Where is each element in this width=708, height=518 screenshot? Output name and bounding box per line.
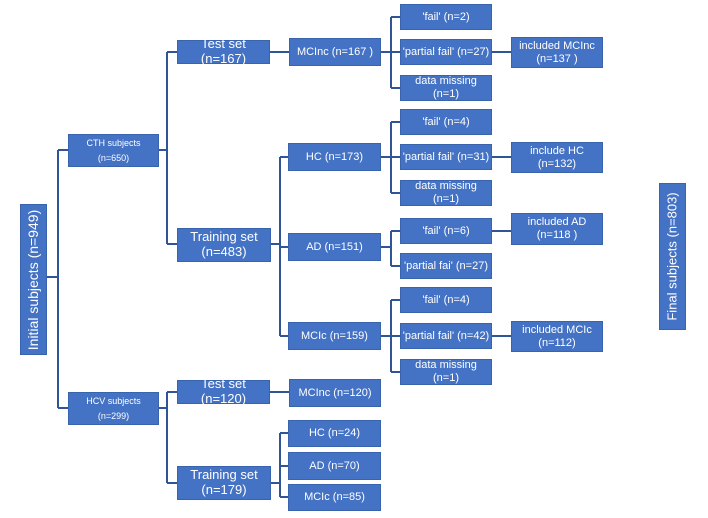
hc-data-missing-box: data missing (n=1) — [400, 180, 492, 206]
included-ad-line1: included AD — [527, 216, 587, 229]
mcic-fail-box: 'fail' (n=4) — [400, 287, 492, 313]
cth-mcic-label: MCIc (n=159) — [301, 329, 368, 342]
included-hc-line2: (n=132) — [537, 157, 577, 170]
included-hc-line1: include HC — [530, 144, 584, 157]
mcic-partial-fail-label: 'partial fail' (n=42) — [402, 329, 490, 342]
included-hc-box: include HC (n=132) — [511, 142, 603, 173]
hcv-mcic-box: MCIc (n=85) — [288, 484, 381, 511]
hc-partial-fail-box: 'partial fail' (n=31) — [400, 144, 492, 170]
included-mcic-box: included MCIc (n=112) — [511, 321, 603, 352]
ad-fail-box: 'fail' (n=6) — [400, 218, 492, 244]
cth-training-set-line1: Training set — [190, 229, 258, 245]
cth-subjects-title: CTH subjects — [86, 138, 141, 149]
mcic-partial-fail-box: 'partial fail' (n=42) — [400, 323, 492, 349]
cth-test-set-box: Test set (n=167) — [177, 36, 270, 66]
mcinc-partial-fail-label: 'partial fail' (n=27) — [402, 45, 490, 58]
hc-fail-label: 'fail' (n=4) — [422, 115, 470, 128]
mcic-data-missing-box: data missing (n=1) — [400, 359, 492, 385]
hcv-subjects-count: (n=299) — [97, 410, 130, 421]
cth-hc-box: HC (n=173) — [288, 143, 381, 171]
final-subjects-box: Final subjects (n=803) — [659, 183, 686, 330]
cth-subjects-count: (n=650) — [97, 152, 130, 163]
cth-training-set-box: Training set (n=483) — [177, 228, 271, 262]
cth-ad-box: AD (n=151) — [288, 233, 381, 261]
cth-training-set-line2: (n=483) — [201, 244, 247, 259]
hcv-mcinc-box: MCInc (n=120) — [289, 379, 381, 407]
hc-data-missing-label: data missing (n=1) — [415, 180, 477, 205]
cth-subjects-box: CTH subjects (n=650) — [68, 134, 159, 167]
cth-mcinc-label: MCInc (n=167 ) — [296, 45, 374, 58]
hcv-hc-box: HC (n=24) — [288, 420, 381, 447]
cth-hc-label: HC (n=173) — [305, 150, 364, 163]
cth-test-set-label: Test set (n=167) — [200, 36, 247, 66]
ad-partial-fail-label: 'partial fai' (n=27) — [404, 259, 488, 272]
cth-mcic-box: MCIc (n=159) — [288, 322, 381, 350]
hcv-mcinc-label: MCInc (n=120) — [298, 386, 372, 399]
mcinc-data-missing-box: data missing (n=1) — [400, 75, 492, 101]
hcv-test-set-box: Test set (n=120) — [177, 376, 270, 406]
cth-ad-label: AD (n=151) — [306, 240, 363, 253]
hc-partial-fail-label: 'partial fail' (n=31) — [402, 150, 490, 163]
hcv-training-set-line2: (n=179) — [201, 482, 247, 497]
hcv-test-set-label: Test set (n=120) — [200, 376, 247, 406]
cth-mcinc-box: MCInc (n=167 ) — [289, 38, 381, 66]
hcv-mcic-label: MCIc (n=85) — [304, 491, 365, 504]
hcv-training-set-box: Training set (n=179) — [177, 466, 271, 500]
hcv-subjects-title: HCV subjects — [86, 396, 141, 407]
included-ad-line2: (n=118 ) — [536, 229, 578, 241]
hc-fail-box: 'fail' (n=4) — [400, 109, 492, 135]
hcv-hc-label: HC (n=24) — [308, 427, 361, 440]
included-mcinc-box: included MCInc (n=137 ) — [511, 37, 603, 68]
included-mcic-line2: (n=112) — [538, 336, 576, 349]
hcv-ad-label: AD (n=70) — [309, 459, 360, 472]
mcic-fail-label: 'fail' (n=4) — [422, 293, 470, 306]
hcv-ad-box: AD (n=70) — [288, 452, 381, 480]
hcv-subjects-box: HCV subjects (n=299) — [68, 392, 159, 425]
final-subjects-label: Final subjects (n=803) — [665, 192, 681, 321]
included-ad-box: included AD (n=118 ) — [511, 213, 603, 245]
initial-subjects-label: Initial subjects (n=949) — [25, 209, 42, 350]
ad-partial-fail-box: 'partial fai' (n=27) — [400, 253, 492, 279]
mcinc-fail-label: 'fail' (n=2) — [422, 10, 470, 23]
mcinc-partial-fail-box: 'partial fail' (n=27) — [400, 39, 492, 65]
included-mcic-line1: included MCIc — [522, 323, 592, 336]
mcinc-fail-box: 'fail' (n=2) — [400, 4, 492, 30]
included-mcinc-line2: (n=137 ) — [536, 52, 578, 65]
hcv-training-set-line1: Training set — [190, 467, 258, 483]
mcic-data-missing-label: data missing (n=1) — [415, 359, 477, 384]
ad-fail-label: 'fail' (n=6) — [422, 224, 470, 237]
initial-subjects-box: Initial subjects (n=949) — [20, 204, 47, 355]
mcinc-data-missing-label: data missing (n=1) — [415, 75, 477, 100]
included-mcinc-line1: included MCInc — [519, 39, 595, 52]
